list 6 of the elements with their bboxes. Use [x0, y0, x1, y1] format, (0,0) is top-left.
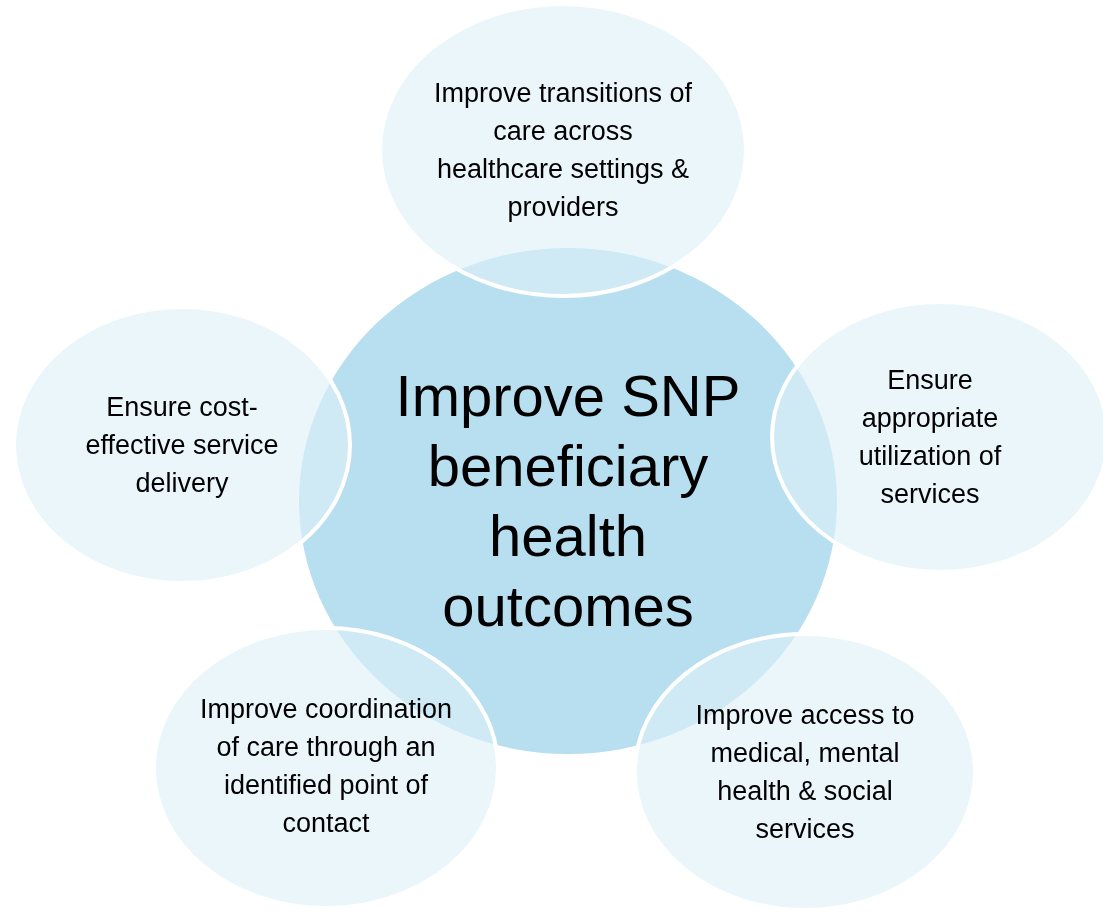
- goal-text: Improve transitions of care across healthcare settings & providers: [432, 77, 694, 224]
- goal-text: Ensure cost-effective service delivery: [84, 391, 280, 500]
- central-goal-text: Improve SNP beneficiary health outcomes: [394, 362, 742, 640]
- goal-text: Improve access to medical, mental health & social services: [694, 699, 916, 846]
- goal-text: Ensure appropriate utilization of services: [857, 364, 1003, 511]
- goal-text: Improve coordination of care through an identified point of contact: [198, 693, 454, 840]
